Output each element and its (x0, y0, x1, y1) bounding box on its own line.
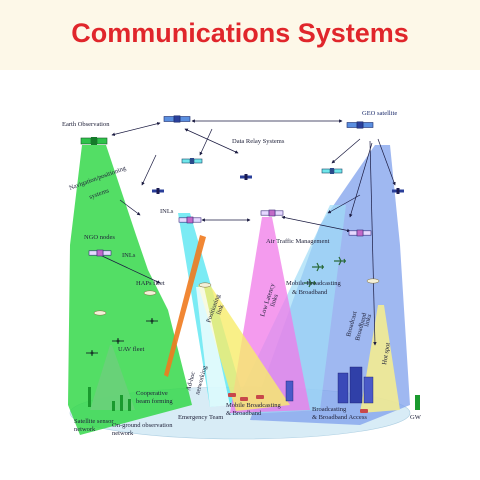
navigation-satellite-2 (240, 174, 252, 180)
data-relay-label: Data Relay Systems (232, 138, 285, 145)
earth-observation-satellite (80, 136, 108, 146)
ngo-satellite-1 (178, 216, 202, 224)
green-local-beam (90, 345, 135, 410)
hot-spot-label: Hot spot (381, 342, 392, 365)
on-ground-label-2: network (112, 430, 134, 437)
ground-buildings (285, 366, 374, 404)
broadcast-links-label-3: links (363, 313, 373, 327)
positioning-link-label-2: link (215, 303, 225, 316)
white-beam (196, 287, 230, 407)
earth-observation-label: Earth Observation (62, 121, 110, 128)
ground-green-towers (88, 387, 131, 411)
inls-label-1: INLs (160, 208, 174, 215)
green-coverage (68, 145, 192, 435)
mobile-broadcasting-ground-label-2: & Broadband (226, 410, 262, 417)
page-title: Communications Systems (71, 18, 409, 48)
relay-satellite-cyan-1 (181, 157, 203, 165)
ngo-satellite-3 (348, 229, 372, 237)
low-latency-label-2: links (269, 293, 280, 308)
data-relay-satellite-1 (163, 115, 191, 123)
yellow-beam (198, 285, 290, 411)
gw-label: GW (410, 414, 422, 421)
mobile-broadcasting-label-2: & Broadband (292, 289, 328, 296)
title-band (0, 0, 480, 70)
cooperative-label-1: Cooperative (136, 390, 168, 397)
communications-diagram: Earth Observation Data Relay Systems GEO… (62, 110, 422, 440)
link-arrows (99, 119, 396, 346)
geo-satellite (346, 121, 374, 129)
cooperative-label-2: beam forming (136, 398, 173, 405)
satellite-sensor-label-1: Satellite sensor (74, 418, 114, 425)
emergency-team-label: Emergency Team (178, 414, 223, 421)
ngo-satellite-2 (260, 209, 284, 217)
ngo-satellite-4 (88, 249, 112, 257)
haps-fleet-label: HAPs fleet (136, 280, 165, 287)
ground-vehicles (228, 393, 368, 413)
haps-fleet-icons (93, 278, 380, 316)
inls-label-2: INLs (122, 252, 136, 259)
broadcasting-access-label-1: Broadcasting (312, 406, 347, 413)
gw-antenna (415, 395, 420, 410)
satellite-sensor-label-2: network (74, 426, 96, 433)
relay-satellite-cyan-2 (321, 167, 343, 175)
on-ground-label-1: On-ground observation (112, 422, 173, 429)
broadcasting-access-label-2: & Broadband Access (312, 414, 367, 421)
adhoc-label-1: Ad-hoc (185, 371, 197, 392)
ngo-nodes-label: NGO nodes (84, 234, 115, 241)
mobile-broadcasting-label-1: Mobile Broadcasting (286, 280, 341, 287)
orange-beam (164, 235, 206, 377)
air-traffic-label: Air Traffic Management (266, 238, 330, 245)
mobile-broadcasting-ground-label-1: Mobile Broadcasting (226, 402, 281, 409)
geo-satellite-label: GEO satellite (362, 110, 397, 117)
uav-fleet-label: UAV fleet (118, 346, 144, 353)
navigation-satellite-1 (152, 188, 164, 194)
